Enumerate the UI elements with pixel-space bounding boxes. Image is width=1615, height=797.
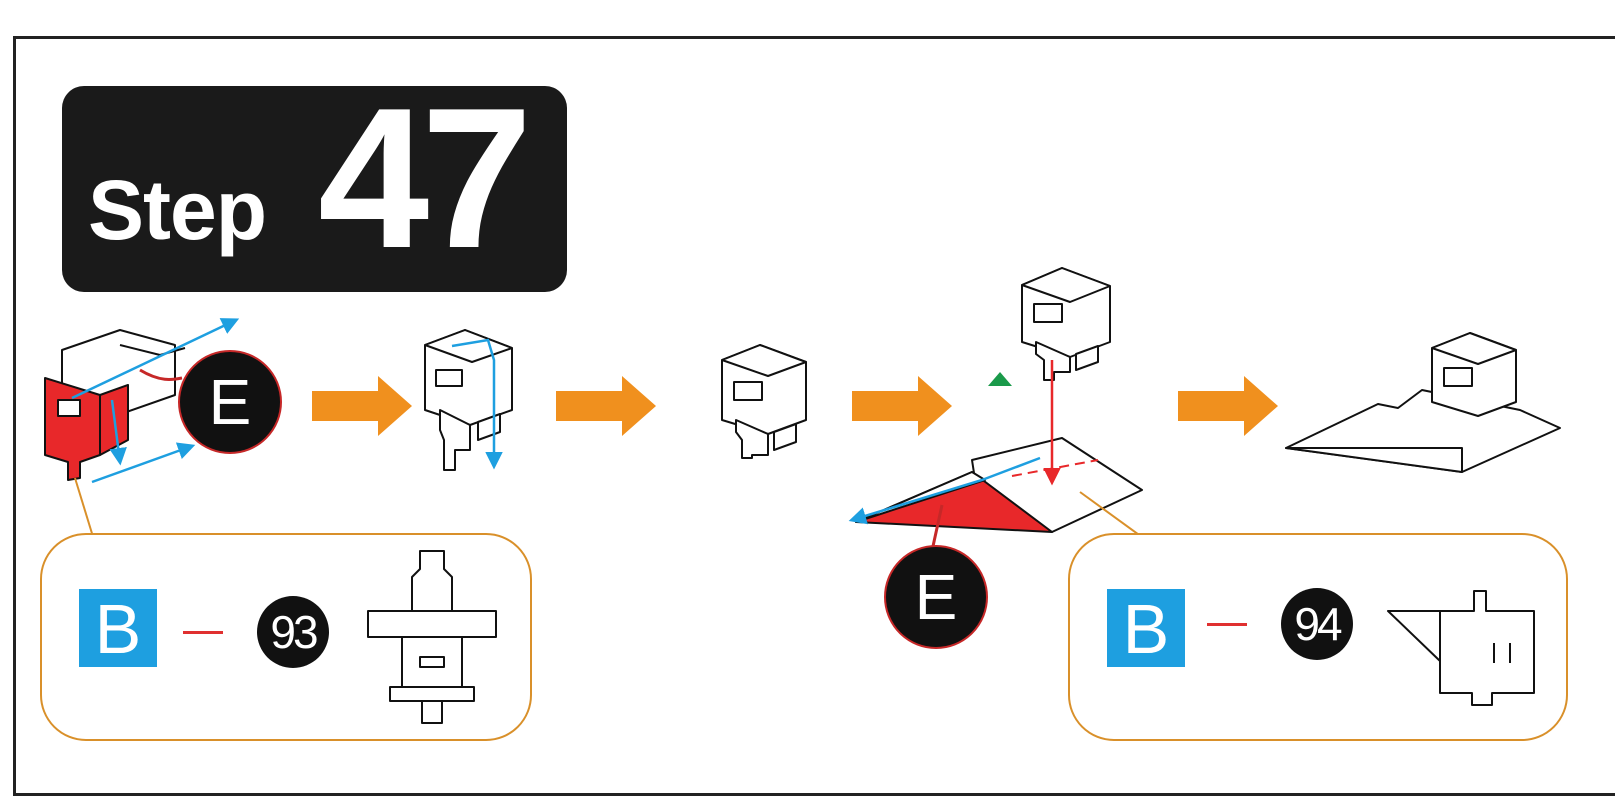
glue-label-1: E xyxy=(178,350,282,454)
callout-dash xyxy=(183,631,223,634)
part-unfolded-glued xyxy=(44,329,186,481)
orange-right-arrow-icon xyxy=(1178,376,1278,436)
instruction-frame xyxy=(13,36,1615,796)
orange-right-arrow-icon xyxy=(852,376,952,436)
part-94-diagram xyxy=(1387,590,1535,706)
part-number-badge: 93 xyxy=(257,596,329,668)
step-number: 47 xyxy=(318,67,532,290)
sheet-badge: B xyxy=(1107,589,1185,668)
guide-lines-4 xyxy=(848,360,1061,525)
base-sheet xyxy=(855,437,1143,533)
callout-leader-93 xyxy=(74,477,95,541)
orange-right-arrow-icon xyxy=(556,376,656,436)
part-callout-93: B 93 xyxy=(40,533,532,741)
glue-label-2: E xyxy=(884,545,988,649)
part-above-base xyxy=(1021,267,1111,381)
part-number-badge: 94 xyxy=(1281,588,1353,660)
step-badge xyxy=(62,86,567,292)
glue-pointer xyxy=(139,368,183,382)
part-finished xyxy=(1285,332,1561,473)
callout-leader-94 xyxy=(1079,491,1147,541)
orange-right-arrow-icon xyxy=(312,376,412,436)
part-callout-94: B 94 xyxy=(1068,533,1568,741)
callout-dash xyxy=(1207,623,1247,626)
step-word: Step xyxy=(88,163,267,257)
guide-lines-1 xyxy=(71,318,240,484)
green-triangle-icon xyxy=(988,372,1012,386)
part-93-diagram xyxy=(367,550,497,724)
part-folding xyxy=(424,329,513,471)
part-folded xyxy=(721,344,807,459)
guide-lines-2 xyxy=(451,338,503,470)
sheet-badge: B xyxy=(79,589,157,668)
